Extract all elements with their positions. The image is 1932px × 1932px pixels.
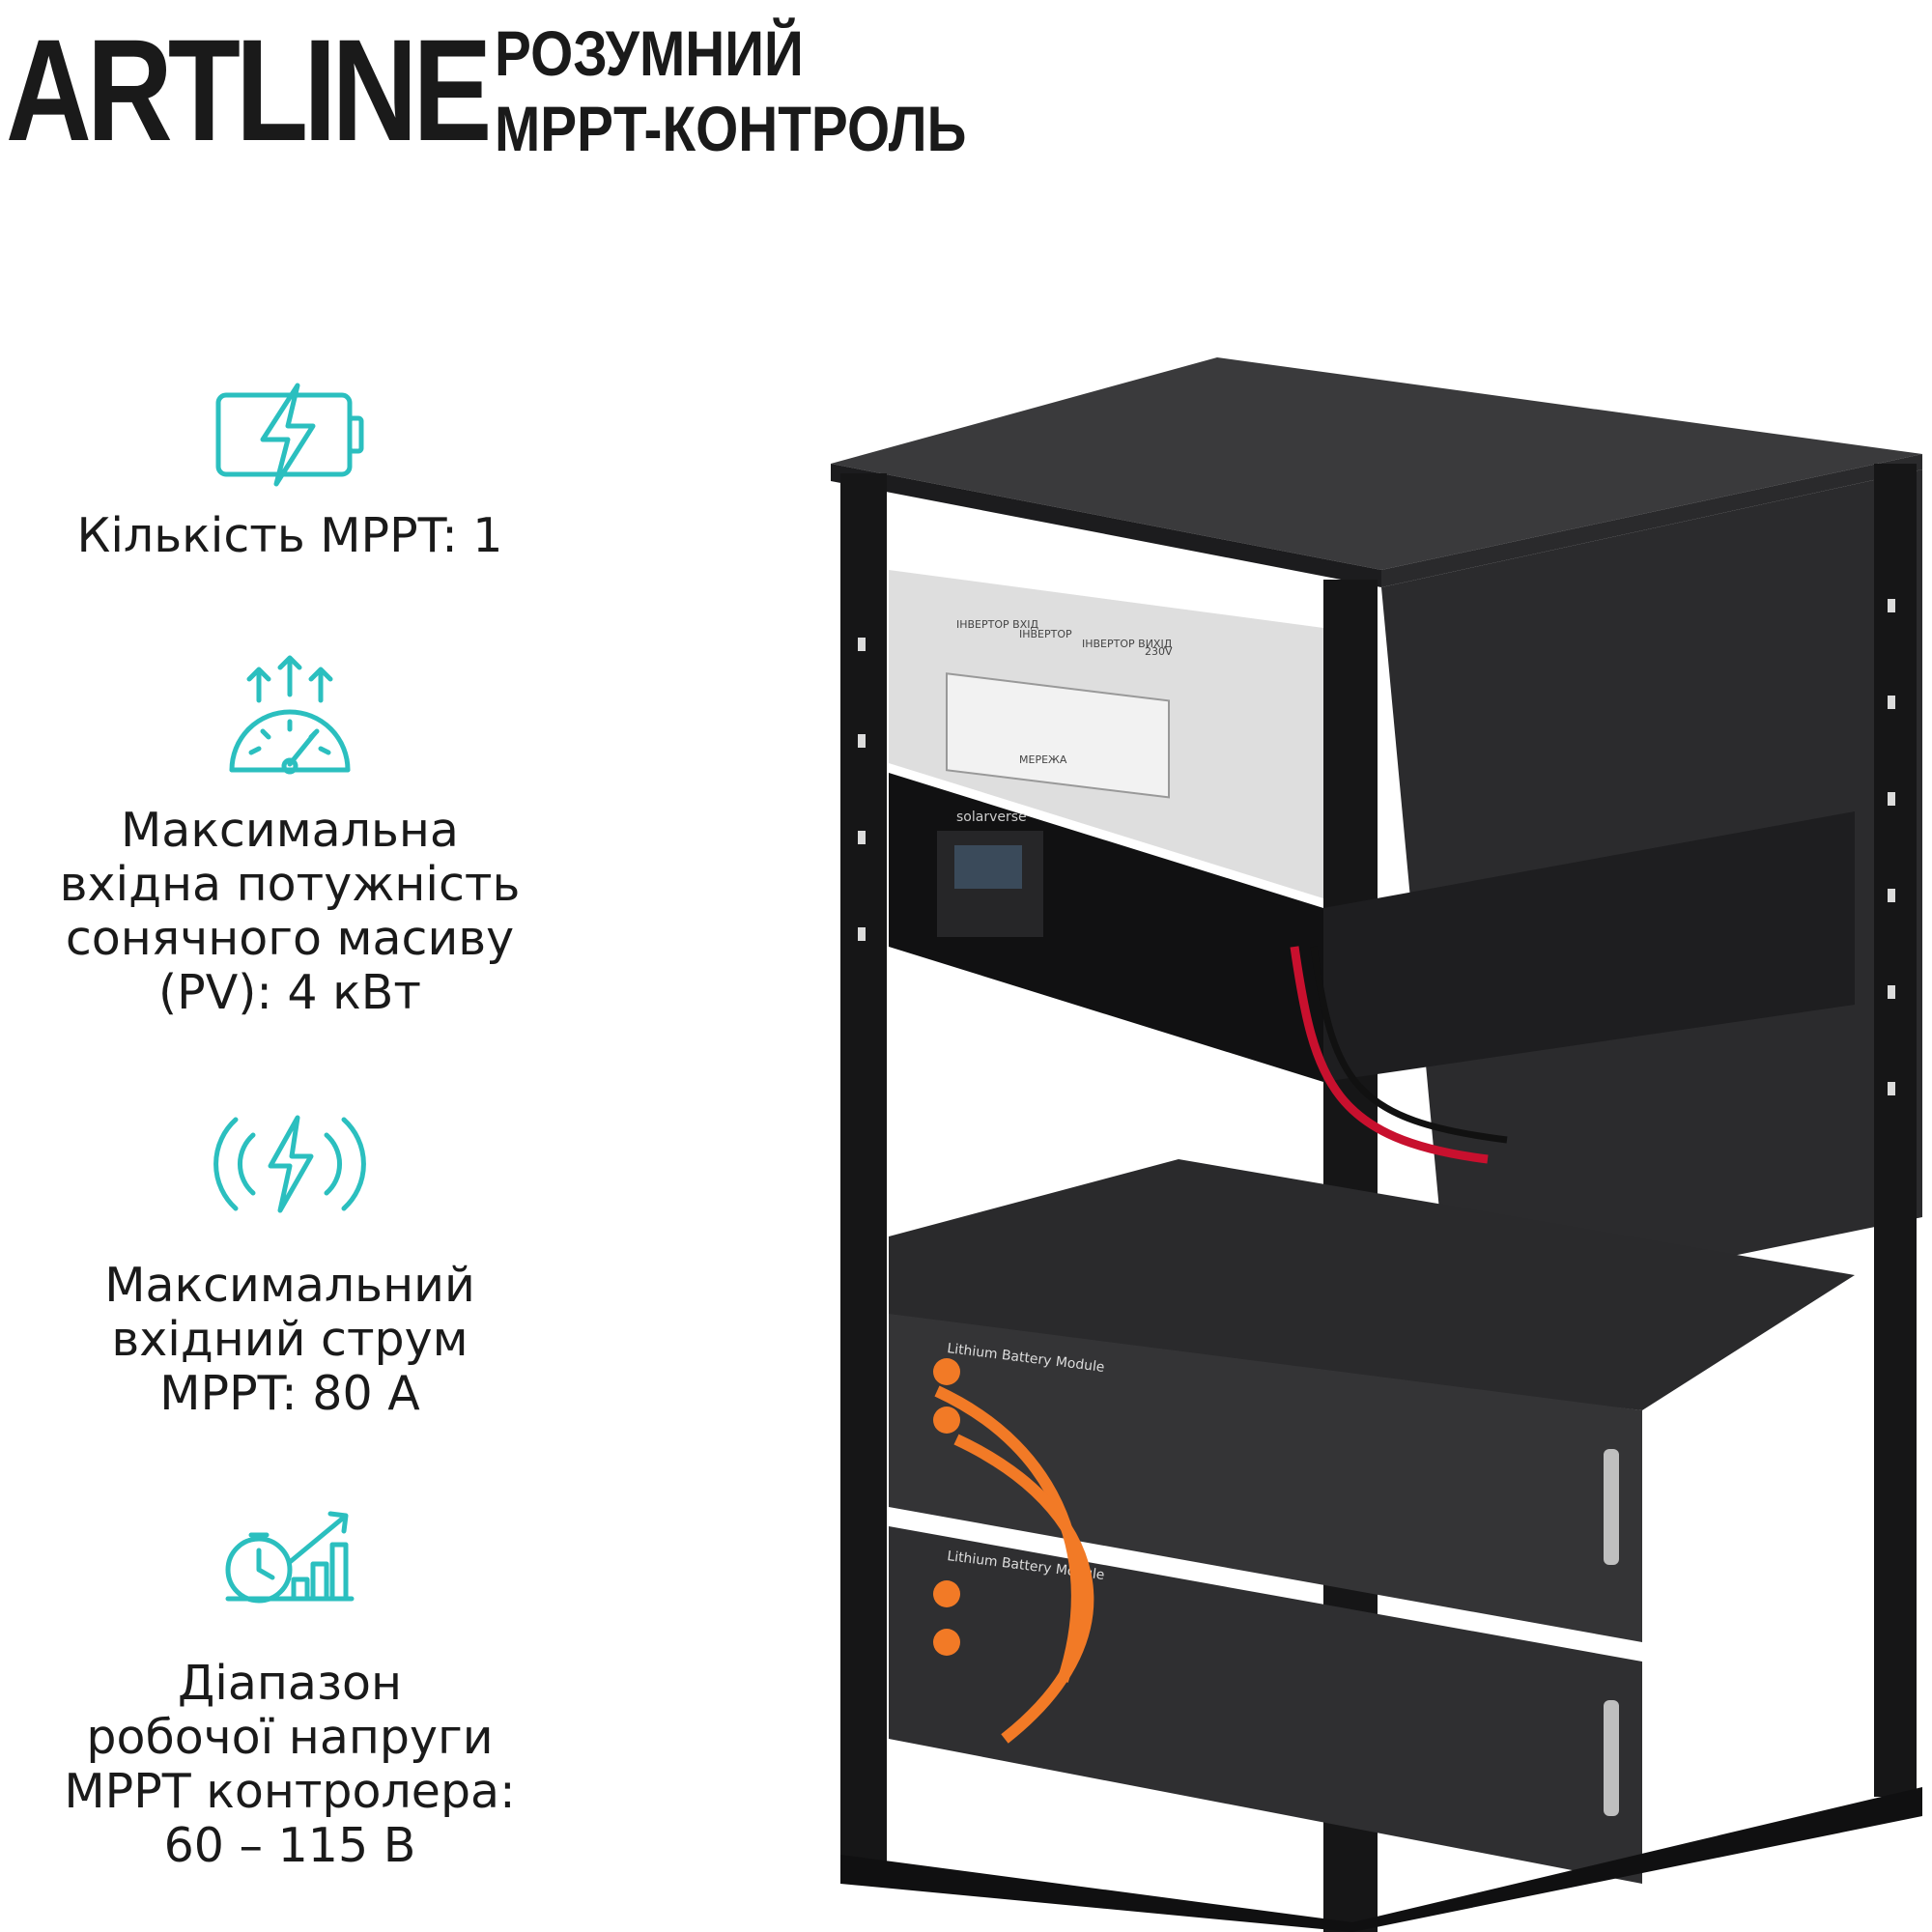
power-gauge-icon <box>229 655 351 775</box>
tagline-line-1: РОЗУМНИЙ <box>495 17 804 89</box>
feature-mppt-count: Кількість MPPT: 1 <box>19 382 560 563</box>
tagline-line-2: MPPT-КОНТРОЛЬ <box>495 93 967 164</box>
feature-2-text: Максимальна вхідна потужність сонячного … <box>19 804 560 1020</box>
feature-4-text: Діапазон робочої напруги MPPT контролера… <box>19 1657 560 1873</box>
timer-chart-icon <box>225 1511 355 1604</box>
feature-1-line-1: Кількість MPPT: 1 <box>76 508 503 563</box>
panel-label-inverter-out: ІНВЕРТОР ВИХІД <box>1082 638 1173 650</box>
inverter-brand: solarverse <box>956 810 1027 825</box>
logo-text: ARTLINE <box>6 9 492 171</box>
feature-3-text: Максимальний вхідний струм MPPT: 80 А <box>19 1259 560 1421</box>
feature-pv-power: Максимальна вхідна потужність сонячного … <box>19 652 560 1020</box>
feature-1-text: Кількість MPPT: 1 <box>19 509 560 563</box>
feature-2-line-4: (PV): 4 кВт <box>158 965 421 1020</box>
panel-label-inverter-in: ІНВЕРТОР ВХІД <box>956 618 1038 631</box>
panel-label-inverter: ІНВЕРТОР <box>1019 628 1072 640</box>
tagline: РОЗУМНИЙ MPPT-КОНТРОЛЬ <box>495 15 966 166</box>
rack-post-left <box>840 473 887 1864</box>
panel-label-voltage: 230V <box>1145 645 1173 658</box>
feature-3-line-2: вхідний струм <box>111 1312 469 1367</box>
feature-2-line-1: Максимальна <box>121 803 459 858</box>
feature-4-line-1: Діапазон <box>177 1656 403 1711</box>
feature-voltage-range: Діапазон робочої напруги MPPT контролера… <box>19 1502 560 1873</box>
feature-2-line-2: вхідна потужність <box>59 857 521 912</box>
wireless-charge-icon <box>213 1115 366 1213</box>
feature-3-line-1: Максимальний <box>104 1258 475 1313</box>
battery-module-1 <box>889 1314 1642 1642</box>
feature-4-line-4: 60 – 115 В <box>163 1818 416 1873</box>
panel-label-grid: МЕРЕЖА <box>1019 753 1067 766</box>
feature-3-line-3: MPPT: 80 А <box>159 1366 420 1421</box>
feature-mppt-current: Максимальний вхідний струм MPPT: 80 А <box>19 1106 560 1421</box>
product-rack-image: ІНВЕРТОР ВХІД ІНВЕРТОР ІНВЕРТОР ВИХІД 23… <box>831 357 1922 1932</box>
rack-top-plate <box>831 357 1922 570</box>
feature-4-line-2: робочої напруги <box>86 1710 494 1765</box>
rack-post-right <box>1874 464 1917 1797</box>
artline-logo: ARTLINE <box>6 17 492 162</box>
feature-4-line-3: MPPT контролера: <box>64 1764 516 1819</box>
feature-2-line-3: сонячного масиву <box>65 911 515 966</box>
battery-charge-icon <box>215 383 364 487</box>
